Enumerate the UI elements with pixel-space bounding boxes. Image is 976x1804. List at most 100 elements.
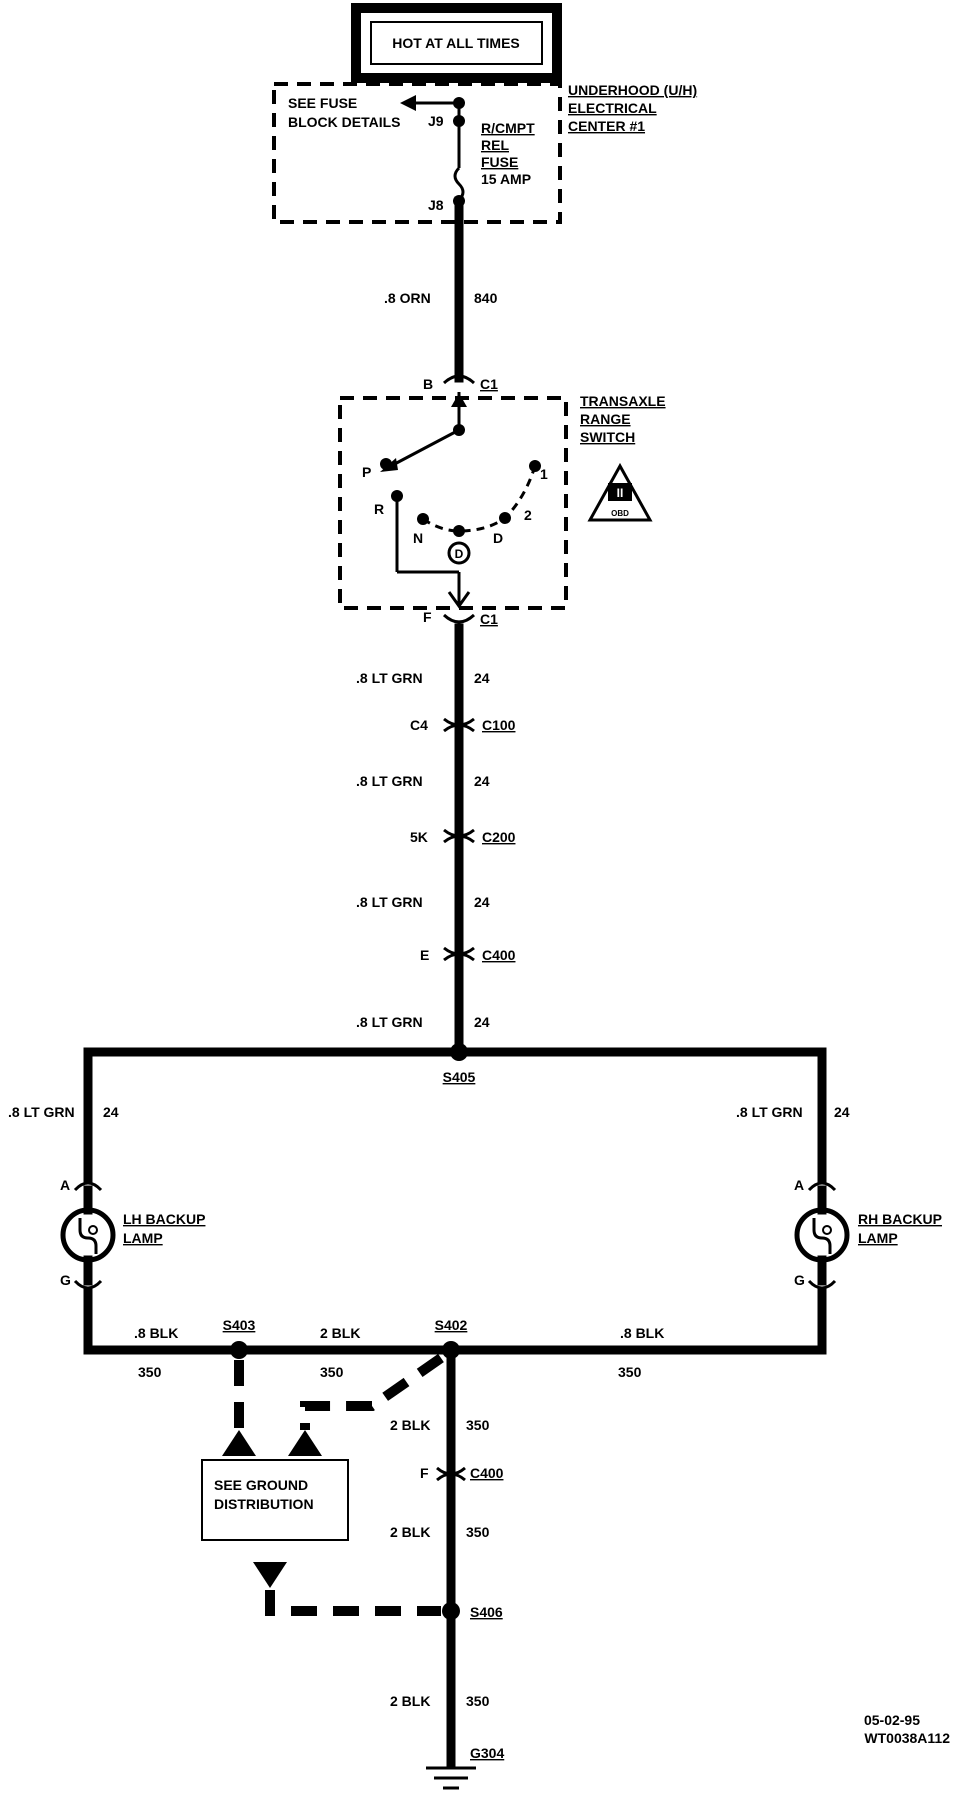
ground-arrow-icon-2 bbox=[288, 1430, 322, 1456]
ground-g304-label: G304 bbox=[470, 1745, 504, 1761]
wire-350-gauge-middle: 2 BLK bbox=[320, 1325, 360, 1341]
c1-label-top: C1 bbox=[480, 376, 498, 392]
ground-arrow-icon bbox=[222, 1430, 256, 1456]
power-source-box: HOT AT ALL TIMES bbox=[351, 3, 562, 83]
wire-24-circuit-2: 24 bbox=[474, 773, 490, 789]
position-r: R bbox=[374, 501, 384, 517]
ground-box-line1: SEE GROUND bbox=[214, 1477, 308, 1493]
wire-24-gauge-4: .8 LT GRN bbox=[356, 1014, 423, 1030]
fuse-symbol-icon bbox=[453, 166, 465, 202]
wire-350-circuit-middle: 350 bbox=[320, 1364, 344, 1380]
connector-c1-top: B C1 bbox=[423, 374, 498, 392]
connector-c400-bottom: F C400 bbox=[420, 1465, 504, 1482]
wire-350-circuit-v2: 350 bbox=[466, 1524, 490, 1540]
splice-s405: S405 bbox=[443, 1069, 476, 1085]
c200-pin: 5K bbox=[410, 829, 428, 845]
wire-350-gauge-v2: 2 BLK bbox=[390, 1524, 430, 1540]
wire-24-gauge-3: .8 LT GRN bbox=[356, 894, 423, 910]
wire-24-circuit-1: 24 bbox=[474, 670, 490, 686]
footer-code: WT0038A112 bbox=[864, 1730, 950, 1746]
wire-350-gauge-v3: 2 BLK bbox=[390, 1693, 430, 1709]
obd-warning-icon: II OBD bbox=[587, 462, 653, 522]
c100-label: C100 bbox=[482, 717, 516, 733]
power-source-label: HOT AT ALL TIMES bbox=[392, 35, 520, 51]
switch-title-line2: RANGE bbox=[580, 411, 631, 427]
c200-label: C200 bbox=[482, 829, 516, 845]
wire-24-gauge-2: .8 LT GRN bbox=[356, 773, 423, 789]
splice-s406-dot bbox=[442, 1602, 460, 1620]
wire-350-circuit-v3: 350 bbox=[466, 1693, 490, 1709]
splice-s403-dot bbox=[230, 1341, 248, 1359]
switch-title-line1: TRANSAXLE bbox=[580, 393, 666, 409]
connector-c400-top: E C400 bbox=[420, 946, 516, 963]
transaxle-range-switch: TRANSAXLE RANGE SWITCH P R N D 2 1 D bbox=[338, 392, 666, 610]
wire-350-circuit-left: 350 bbox=[138, 1364, 162, 1380]
rh-backup-lamp: A G RH BACKUP LAMP bbox=[794, 1177, 942, 1290]
see-fuse-label: SEE FUSE bbox=[288, 95, 357, 111]
center-name-line1: UNDERHOOD (U/H) bbox=[568, 82, 697, 98]
terminal-j8: J8 bbox=[428, 197, 444, 213]
wire-350-circuit-right: 350 bbox=[618, 1364, 642, 1380]
wire-24-gauge-1: .8 LT GRN bbox=[356, 670, 423, 686]
wire-24-gauge-right: .8 LT GRN bbox=[736, 1104, 803, 1120]
overdrive-symbol-icon bbox=[447, 541, 471, 565]
wire-350-gauge-v1: 2 BLK bbox=[390, 1417, 430, 1433]
underhood-electrical-center: SEE FUSE BLOCK DETAILS J9 J8 R/CMPT REL … bbox=[272, 82, 697, 224]
switch-title-line3: SWITCH bbox=[580, 429, 635, 445]
c400-label-bottom: C400 bbox=[470, 1465, 504, 1481]
arrow-left-icon bbox=[400, 95, 416, 111]
lh-lamp-bulb-icon bbox=[60, 1207, 116, 1263]
wire-24-circuit-4: 24 bbox=[474, 1014, 490, 1030]
fuse-name-line1: R/CMPT bbox=[481, 120, 535, 136]
c1-pin-f: F bbox=[423, 609, 432, 625]
position-1: 1 bbox=[540, 466, 548, 482]
c1-label-bottom: C1 bbox=[480, 611, 498, 627]
center-name-line3: CENTER #1 bbox=[568, 118, 645, 134]
obd-badge-sub: OBD bbox=[611, 509, 629, 518]
wire-350-gauge-left: .8 BLK bbox=[134, 1325, 178, 1341]
block-details-label: BLOCK DETAILS bbox=[288, 114, 401, 130]
splice-s402: S402 bbox=[435, 1317, 468, 1333]
lh-backup-lamp: A G LH BACKUP LAMP bbox=[60, 1177, 205, 1290]
rh-lamp-bulb-icon bbox=[794, 1207, 850, 1263]
c400-label-top: C400 bbox=[482, 947, 516, 963]
lh-lamp-label-1: LH BACKUP bbox=[123, 1211, 205, 1227]
footer-date: 05-02-95 bbox=[864, 1712, 920, 1728]
rh-pin-g: G bbox=[794, 1272, 805, 1288]
ground-box-line2: DISTRIBUTION bbox=[214, 1496, 314, 1512]
position-2: 2 bbox=[524, 507, 532, 523]
ground-arrow-icon-3 bbox=[253, 1562, 287, 1588]
position-d: D bbox=[493, 530, 503, 546]
wire-840-gauge: .8 ORN bbox=[384, 290, 431, 306]
wire-350-circuit-v1: 350 bbox=[466, 1417, 490, 1433]
splice-s403: S403 bbox=[223, 1317, 256, 1333]
center-name-line2: ELECTRICAL bbox=[568, 100, 657, 116]
overdrive-symbol: D bbox=[455, 547, 464, 561]
wire-350-gauge-right: .8 BLK bbox=[620, 1325, 664, 1341]
connector-c200: 5K C200 bbox=[410, 828, 516, 845]
wire-840-circuit: 840 bbox=[474, 290, 498, 306]
connector-c100: C4 C100 bbox=[410, 717, 516, 733]
rh-pin-a: A bbox=[794, 1177, 804, 1193]
c400-pin-f: F bbox=[420, 1465, 429, 1481]
wire-24-circuit-left: 24 bbox=[103, 1104, 119, 1120]
connector-c1-bottom: F C1 bbox=[423, 609, 498, 627]
fuse-name-line2: REL bbox=[481, 137, 509, 153]
position-p: P bbox=[362, 464, 371, 480]
wire-24-circuit-right: 24 bbox=[834, 1104, 850, 1120]
terminal-j9: J9 bbox=[428, 113, 444, 129]
ground-distribution-box: SEE GROUND DISTRIBUTION bbox=[201, 1459, 349, 1541]
ground-g304: G304 bbox=[426, 1745, 504, 1790]
obd-badge-text: II bbox=[617, 486, 624, 500]
rh-lamp-label-1: RH BACKUP bbox=[858, 1211, 942, 1227]
wire-24-gauge-left: .8 LT GRN bbox=[8, 1104, 75, 1120]
fuse-name-line3: FUSE bbox=[481, 154, 518, 170]
lh-lamp-label-2: LAMP bbox=[123, 1230, 163, 1246]
wire-24-circuit-3: 24 bbox=[474, 894, 490, 910]
c100-pin: C4 bbox=[410, 717, 428, 733]
c1-pin-b: B bbox=[423, 376, 433, 392]
splice-s405-dot bbox=[450, 1043, 468, 1061]
c400-pin-e: E bbox=[420, 947, 429, 963]
lh-pin-g: G bbox=[60, 1272, 71, 1288]
